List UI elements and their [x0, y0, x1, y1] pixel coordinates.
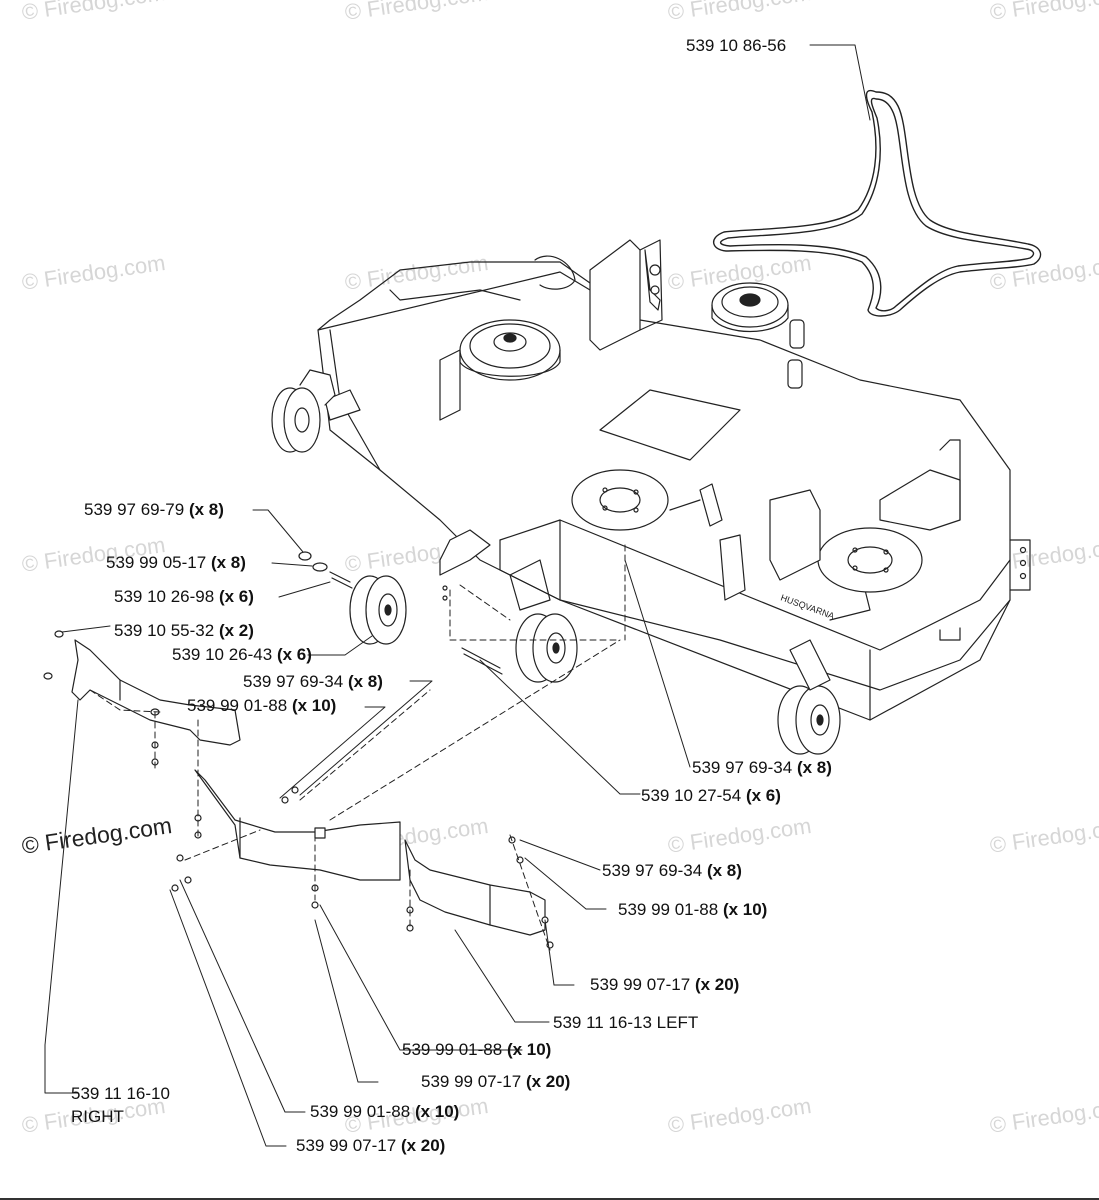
- part-side: RIGHT: [71, 1107, 124, 1126]
- part-number: 539 10 27-54: [641, 786, 742, 805]
- part-number: 539 97 69-34: [243, 672, 344, 691]
- deflector-center: [194, 769, 401, 881]
- part-number: 539 11 16-10: [71, 1084, 170, 1103]
- part-number: 539 99 07-17: [590, 975, 691, 994]
- part-number: 539 10 26-98: [114, 587, 215, 606]
- deflector-left: [404, 839, 546, 936]
- part-quantity: (x 6): [745, 786, 781, 805]
- mower-deck: HUSQVARNA: [317, 261, 1031, 721]
- part-number: 539 99 01-88: [310, 1102, 411, 1121]
- callout-belt: 539 10 86-56: [686, 36, 786, 56]
- part-number: 539 99 07-17: [421, 1072, 522, 1091]
- part-quantity: (x 6): [276, 645, 312, 664]
- part-number: 539 11 16-13 LEFT: [553, 1013, 699, 1032]
- callout-deflector-right: 539 11 16-10 RIGHT: [71, 1082, 170, 1128]
- part-quantity: (x 20): [400, 1136, 446, 1155]
- part-quantity: (x 10): [291, 696, 337, 715]
- part-quantity: (x 8): [347, 672, 383, 691]
- part-number: 539 99 01-88: [187, 696, 288, 715]
- part-number: 539 97 69-34: [602, 861, 703, 880]
- deflector-right: [71, 639, 241, 746]
- callout-part: 539 99 05-17 (x 8): [106, 553, 246, 573]
- callout-part: 539 99 07-17 (x 20): [590, 975, 739, 995]
- part-quantity: (x 8): [210, 553, 246, 572]
- part-number: 539 99 01-88: [618, 900, 719, 919]
- part-number: 539 10 86-56: [686, 36, 787, 55]
- part-quantity: (x 10): [414, 1102, 460, 1121]
- callout-part: 539 10 55-32 (x 2): [114, 621, 254, 641]
- part-quantity: (x 10): [506, 1040, 552, 1059]
- part-number: 539 97 69-79: [84, 500, 185, 519]
- part-number: 539 10 55-32: [114, 621, 215, 640]
- part-quantity: (x 8): [706, 861, 742, 880]
- part-number: 539 99 07-17: [296, 1136, 397, 1155]
- bottom-border: [0, 1198, 1099, 1200]
- part-quantity: (x 10): [722, 900, 768, 919]
- callout-part: 539 99 01-88 (x 10): [618, 900, 767, 920]
- drive-belt: [713, 89, 1042, 317]
- part-quantity: (x 8): [796, 758, 832, 777]
- lift-brackets: [324, 239, 821, 601]
- leader-lines: [44, 44, 871, 1147]
- part-quantity: (x 20): [525, 1072, 571, 1091]
- part-quantity: (x 20): [694, 975, 740, 994]
- pulley-right: [599, 282, 805, 461]
- callout-part: 539 99 01-88 (x 10): [402, 1040, 551, 1060]
- callout-part: 539 10 26-43 (x 6): [172, 645, 312, 665]
- callout-part: 539 97 69-79 (x 8): [84, 500, 224, 520]
- callout-part: 539 97 69-34 (x 8): [602, 861, 742, 881]
- callout-part: 539 10 27-54 (x 6): [641, 786, 781, 806]
- anti-scalp-wheels: [271, 255, 841, 755]
- part-quantity: (x 2): [218, 621, 254, 640]
- callout-part: 539 99 07-17 (x 20): [421, 1072, 570, 1092]
- pulley-left: [459, 319, 561, 381]
- callout-part: 539 10 26-98 (x 6): [114, 587, 254, 607]
- alignment-lines: [89, 544, 626, 951]
- blade-spindles: [571, 469, 923, 593]
- part-number: 539 99 05-17: [106, 553, 207, 572]
- callout-part: 539 97 69-34 (x 8): [243, 672, 383, 692]
- callout-part: 539 97 69-34 (x 8): [692, 758, 832, 778]
- callout-part: 539 99 01-88 (x 10): [310, 1102, 459, 1122]
- part-quantity: (x 6): [218, 587, 254, 606]
- callout-deflector-left: 539 11 16-13 LEFT: [553, 1013, 698, 1033]
- part-number: 539 10 26-43: [172, 645, 273, 664]
- part-number: 539 97 69-34: [692, 758, 793, 777]
- part-quantity: (x 8): [188, 500, 224, 519]
- part-number: 539 99 01-88: [402, 1040, 503, 1059]
- exploded-hardware: [43, 551, 503, 680]
- callout-part: 539 99 01-88 (x 10): [187, 696, 336, 716]
- callout-part: 539 99 07-17 (x 20): [296, 1136, 445, 1156]
